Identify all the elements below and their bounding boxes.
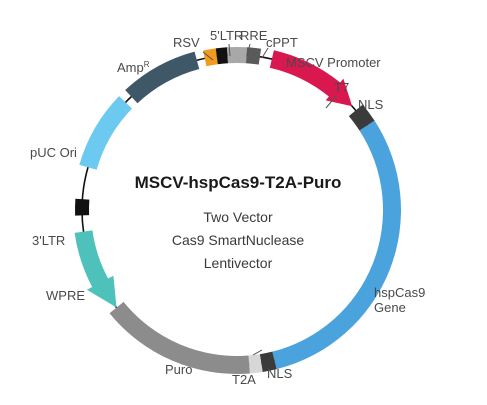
- leader-t2a: [252, 349, 263, 356]
- map-subtitle-line2: Cas9 SmartNuclease: [172, 232, 304, 248]
- label-mscv-promoter: MSCV Promoter: [286, 55, 381, 70]
- feature-puro: [109, 301, 250, 374]
- feature-rsv: [203, 48, 218, 67]
- label-t2a: T2A: [232, 372, 256, 387]
- feature-nls-bottom: [259, 351, 277, 372]
- map-title: MSCV-hspCas9-T2A-Puro: [135, 173, 342, 192]
- label-t7: T7: [334, 80, 349, 95]
- leader-rre: [246, 43, 251, 57]
- feature-cppt: [245, 47, 262, 65]
- label-3ltr: 3'LTR: [32, 233, 65, 248]
- label-amp: AmpR: [117, 60, 150, 75]
- feature-ampr: [125, 51, 200, 104]
- feature-hspcas9: [272, 120, 401, 370]
- label-nls-top: NLS: [358, 97, 384, 112]
- leader-cppt: [261, 47, 269, 59]
- map-subtitle-line1: Two Vector: [203, 209, 273, 225]
- map-subtitle-line3: Lentivector: [204, 255, 273, 271]
- label-puc-ori: pUC Ori: [30, 145, 77, 160]
- label-nls-bottom: NLS: [267, 366, 293, 381]
- label-amp-main: Amp: [117, 60, 144, 75]
- label-hspcas9-line2: Gene: [374, 300, 406, 315]
- feature-puc-ori: [79, 96, 132, 170]
- label-rsv: RSV: [173, 35, 200, 50]
- label-rre: RRE: [240, 28, 268, 43]
- features-group: [74, 46, 401, 374]
- leader-rsv: [202, 51, 214, 61]
- leader-5ltr: [228, 43, 231, 57]
- feature-nls-top: [348, 104, 375, 131]
- label-wpre: WPRE: [46, 288, 85, 303]
- feature-wpre: [74, 230, 117, 308]
- feature-5ltr: [215, 47, 229, 65]
- label-cppt: cPPT: [266, 35, 298, 50]
- label-puro: Puro: [165, 362, 192, 377]
- feature-t2a: [248, 354, 263, 374]
- feature-3ltr: [74, 198, 90, 216]
- label-amp-sup: R: [144, 60, 150, 69]
- label-hspcas9-line1: hspCas9: [374, 285, 425, 300]
- feature-rre: [227, 46, 247, 64]
- label-5ltr: 5'LTR: [210, 28, 243, 43]
- leader-t7: [325, 95, 337, 109]
- feature-mscv-promoter: [269, 50, 353, 107]
